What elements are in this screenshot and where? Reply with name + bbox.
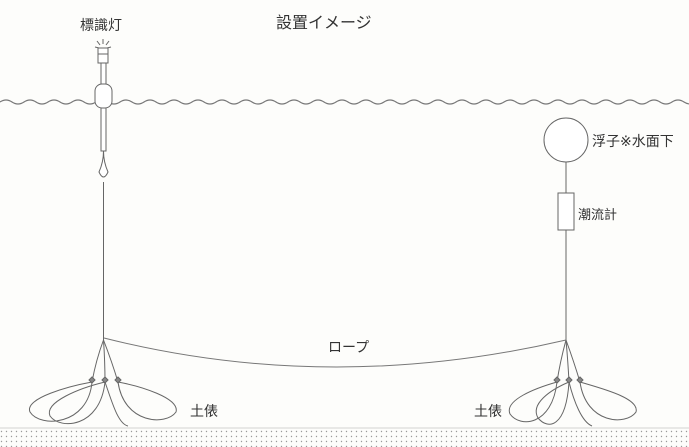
right-sandbag-cluster	[508, 339, 637, 427]
marker-lamp-buoy	[94, 39, 113, 178]
current-meter-body	[557, 192, 575, 231]
rope-label: ロープ	[328, 340, 369, 356]
float-label: 浮子※水面下	[592, 134, 674, 150]
left-sandbag-cluster	[29, 339, 177, 427]
connecting-rope	[103, 337, 567, 368]
diagram-title: 設置イメージ	[276, 13, 372, 32]
sandbag-label-right: 土俵	[474, 404, 502, 420]
lamp-label: 標識灯	[80, 18, 122, 34]
subsurface-float	[543, 117, 589, 163]
sandbag-label-left: 土俵	[190, 404, 218, 420]
current-meter-label: 潮流計	[578, 207, 617, 223]
seabed	[0, 428, 689, 447]
lamp-light-icon	[94, 39, 112, 49]
water-surface	[0, 99, 689, 105]
